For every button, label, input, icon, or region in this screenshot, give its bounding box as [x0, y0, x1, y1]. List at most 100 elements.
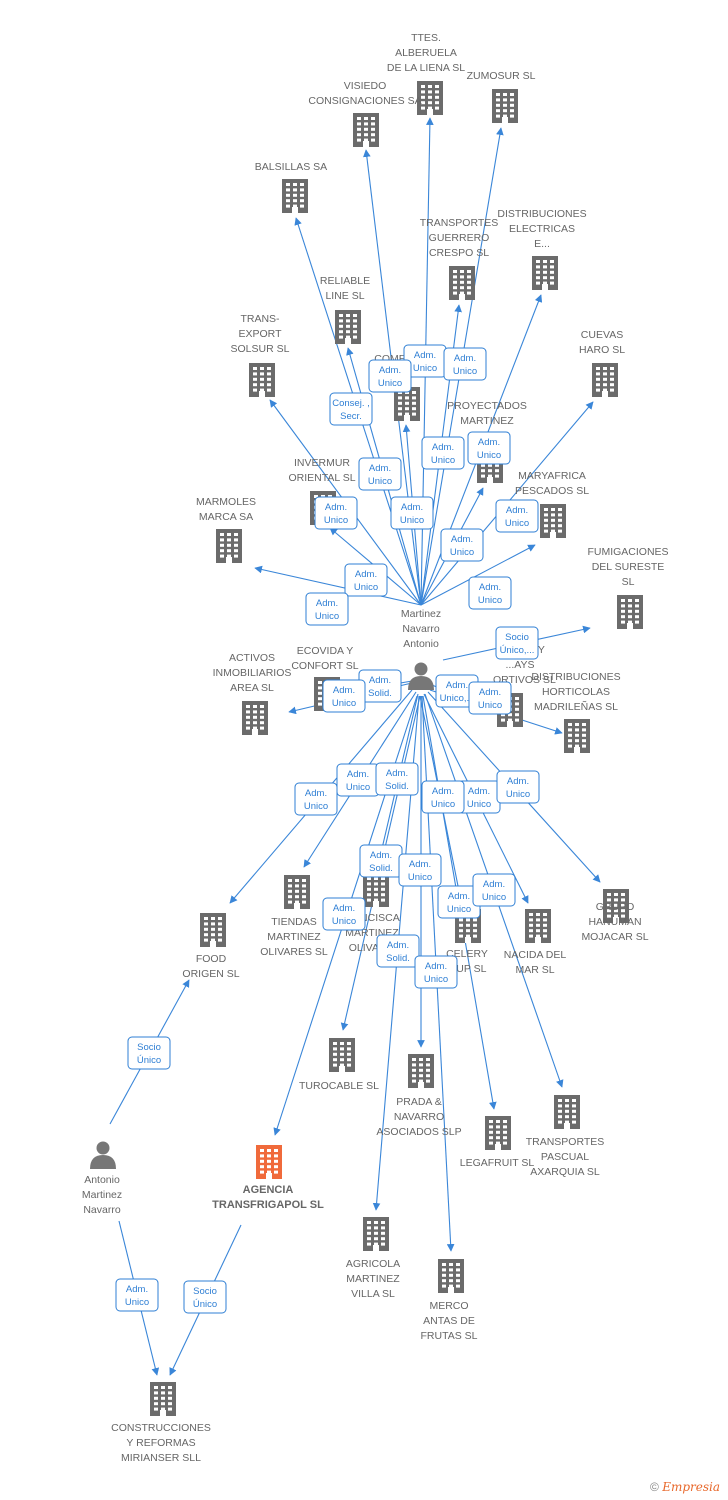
edge-label-martinez-to-prada[interactable]: Adm.Unico: [398, 853, 442, 887]
svg-text:Adm.Unico: Adm.Unico: [424, 961, 448, 985]
edge-label-martinez-to-transexport[interactable]: Adm.Unico: [314, 496, 358, 530]
building-icon: [525, 909, 551, 943]
edge-label-martinez-to-distelec[interactable]: Adm.Unico: [467, 431, 511, 465]
edge-label-martinez-to-zumosur[interactable]: Adm.Unico: [443, 347, 487, 381]
edge-label-martinez-to-proyectados[interactable]: Adm.Unico: [440, 528, 484, 562]
edge-label-martinez-to-transpascual[interactable]: Adm.Unico: [421, 780, 465, 814]
edge-label-martinez-to-invermur[interactable]: Adm.Unico: [344, 563, 388, 597]
building-icon: [363, 873, 389, 907]
edge-label-martinez-to-turocable[interactable]: Adm.Solid.: [376, 934, 420, 968]
node-label: LEGAFRUIT SL: [460, 1157, 535, 1169]
building-icon: [438, 1259, 464, 1293]
edge-label-martinez-to-marmoles[interactable]: Adm.Unico: [305, 592, 349, 626]
svg-text:Adm.Unico: Adm.Unico: [450, 534, 474, 558]
svg-text:Adm.Unico: Adm.Unico: [324, 502, 348, 526]
svg-text:Adm.Solid.: Adm.Solid.: [386, 940, 410, 964]
node-balsillas[interactable]: BALSILLAS SA: [255, 161, 327, 213]
node-turocable[interactable]: TUROCABLE SL: [299, 1038, 379, 1092]
node-zumosur[interactable]: ZUMOSUR SL: [467, 70, 536, 123]
svg-text:Adm.Unico: Adm.Unico: [368, 463, 392, 487]
edge-label-martinez-to-maryafrica[interactable]: Adm.Unico: [468, 576, 512, 610]
building-icon: [485, 1116, 511, 1150]
edge-label-martinez-to-come[interactable]: Adm.Unico: [390, 496, 434, 530]
edge-label-martinez-to-cuevas[interactable]: Adm.Unico: [495, 499, 539, 533]
edge-label-martinez-to-tiendas[interactable]: Adm.Unico: [336, 763, 380, 797]
edge-label-martinez-to-visiedo[interactable]: Adm.Unico: [368, 359, 412, 393]
edge-label-martinez-to-merco[interactable]: Adm.Unico: [414, 955, 458, 989]
building-icon: [592, 363, 618, 397]
edges-layer: [109, 117, 601, 1376]
node-legafruit[interactable]: LEGAFRUIT SL: [460, 1116, 535, 1169]
edge-label-martinez-to-food[interactable]: Adm.Unico: [294, 782, 338, 816]
svg-text:Adm.Unico: Adm.Unico: [315, 598, 339, 622]
edge-label-martinez-to-transguerrero[interactable]: Adm.Unico: [421, 436, 465, 470]
building-icon: [249, 363, 275, 397]
svg-text:Adm.Unico: Adm.Unico: [408, 859, 432, 883]
edge-label-martinez-to-agricola[interactable]: Adm.Solid.: [375, 762, 419, 796]
node-label: ZUMOSUR SL: [467, 70, 536, 82]
edge-label-martinez-to-balsillas[interactable]: Consej. ,Secr.: [329, 392, 373, 426]
building-icon: [335, 310, 361, 344]
building-icon: [363, 1217, 389, 1251]
edge-label-martinez-to-francisca[interactable]: Adm.Solid.: [359, 844, 403, 878]
svg-text:Adm.Unico: Adm.Unico: [505, 505, 529, 529]
edge-label-martinez-to-hanuman[interactable]: Adm.Unico: [496, 770, 540, 804]
edge-label-martinez-to-disthort[interactable]: Adm.Unico: [468, 681, 512, 715]
footer-brand[interactable]: © Empresia: [650, 1480, 720, 1494]
edge-label-martinez-to-legafruit[interactable]: Adm.Unico: [472, 873, 516, 907]
building-icon: [532, 256, 558, 290]
svg-text:Adm.Solid.: Adm.Solid.: [385, 768, 409, 792]
edge-label-martinez-to-agencia[interactable]: Adm.Unico: [322, 897, 366, 931]
building-icon: [200, 913, 226, 947]
edge-label-martinez-to-nacida[interactable]: Adm.Unico: [457, 780, 501, 814]
svg-text:Consej. ,Secr.: Consej. ,Secr.: [332, 398, 370, 422]
edge-label-martinez-to-activos[interactable]: Adm.Unico: [322, 679, 366, 713]
svg-text:Adm.Unico: Adm.Unico: [478, 687, 502, 711]
edge-label-antonio-to-construcciones[interactable]: Adm.Unico: [115, 1278, 159, 1312]
person-icon: [90, 1141, 116, 1169]
edge-label-martinez-to-reliable[interactable]: Adm.Unico: [358, 457, 402, 491]
svg-text:Adm.Unico: Adm.Unico: [478, 582, 502, 606]
